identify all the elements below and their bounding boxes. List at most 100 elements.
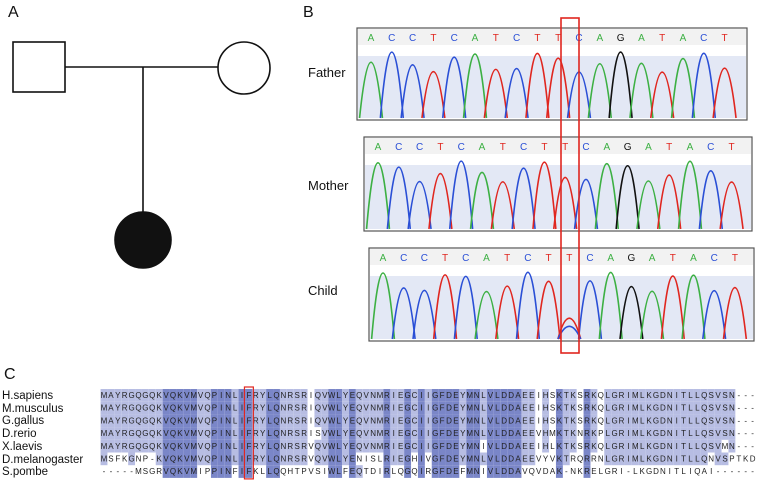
residue: N xyxy=(577,429,583,438)
residue: Q xyxy=(280,467,286,476)
residue: P xyxy=(301,467,306,476)
peak-a xyxy=(681,274,706,340)
residue: K xyxy=(591,429,597,438)
residue: L xyxy=(695,416,700,425)
residue: I xyxy=(310,391,312,400)
residue: M xyxy=(101,429,108,438)
residue: A xyxy=(515,467,521,476)
residue: Y xyxy=(343,442,349,451)
residue: Y xyxy=(460,429,466,438)
residue: D xyxy=(660,416,666,425)
residue: T xyxy=(564,404,569,413)
residue: W xyxy=(328,455,336,464)
residue: G xyxy=(128,429,134,438)
residue: K xyxy=(177,455,183,464)
peak-a xyxy=(469,171,495,230)
base-call: T xyxy=(670,253,676,264)
base-call: C xyxy=(416,142,423,153)
residue: P xyxy=(205,467,210,476)
base-call: A xyxy=(368,33,375,44)
residue: E xyxy=(350,442,355,451)
residue: A xyxy=(108,391,114,400)
residue: K xyxy=(577,467,583,476)
peak-a xyxy=(587,63,613,119)
residue: D xyxy=(501,416,507,425)
residue: I xyxy=(420,404,422,413)
residue: M xyxy=(632,416,639,425)
residue: K xyxy=(571,442,577,451)
residue: N xyxy=(370,442,376,451)
residue: F xyxy=(460,467,465,476)
residue: L xyxy=(640,442,645,451)
base-call: A xyxy=(380,253,387,264)
residue: E xyxy=(591,467,596,476)
residue: L xyxy=(267,416,272,425)
residue: V xyxy=(184,391,190,400)
mutation-site-highlight xyxy=(560,17,580,354)
peak-c xyxy=(577,280,603,340)
residue: K xyxy=(646,416,652,425)
base-call: C xyxy=(586,253,593,264)
residue: Q xyxy=(273,404,279,413)
residue: N xyxy=(474,404,480,413)
residue: L xyxy=(599,467,604,476)
residue: M xyxy=(377,391,384,400)
peak-t xyxy=(495,285,520,340)
residue: M xyxy=(466,442,473,451)
residue: I xyxy=(310,416,312,425)
residue: G xyxy=(404,467,410,476)
residue: Y xyxy=(460,404,466,413)
residue: I xyxy=(365,455,367,464)
residue: N xyxy=(708,455,714,464)
residue: I xyxy=(689,467,691,476)
residue: V xyxy=(163,391,169,400)
residue: T xyxy=(681,391,686,400)
residue: M xyxy=(190,455,197,464)
residue: I xyxy=(241,391,243,400)
residue: L xyxy=(481,416,486,425)
residue: I xyxy=(393,391,395,400)
residue: Y xyxy=(115,442,121,451)
residue: R xyxy=(619,442,625,451)
residue: - xyxy=(737,416,740,425)
residue: I xyxy=(627,455,629,464)
residue: S xyxy=(709,404,714,413)
residue: G xyxy=(404,442,410,451)
residue: - xyxy=(744,467,747,476)
base-call: C xyxy=(520,142,527,153)
base-call: T xyxy=(430,33,436,44)
peak-c xyxy=(504,67,529,119)
base-call: T xyxy=(659,33,665,44)
residue: M xyxy=(632,455,639,464)
peak-t xyxy=(545,57,571,119)
residue: L xyxy=(336,391,341,400)
residue: M xyxy=(632,429,639,438)
residue: I xyxy=(676,391,678,400)
base-call: T xyxy=(437,142,443,153)
peak-a xyxy=(370,272,396,340)
residue: L xyxy=(336,442,341,451)
base-call: G xyxy=(617,33,625,44)
residue: L xyxy=(336,455,341,464)
residue: R xyxy=(253,391,259,400)
residue: G xyxy=(128,455,134,464)
residue: - xyxy=(744,416,747,425)
peak-t xyxy=(432,274,458,340)
conserved-residue-highlight xyxy=(243,386,254,480)
residue: I xyxy=(669,467,671,476)
residue: G xyxy=(611,455,617,464)
residue: V xyxy=(198,442,204,451)
residue: D xyxy=(750,455,756,464)
peak-t xyxy=(483,68,509,119)
residue: L xyxy=(605,455,610,464)
base-call: A xyxy=(680,33,687,44)
residue: P xyxy=(212,391,217,400)
residue: - xyxy=(731,467,734,476)
residue: S xyxy=(577,391,582,400)
residue: R xyxy=(384,416,390,425)
residue: Q xyxy=(170,442,176,451)
residue: - xyxy=(751,442,754,451)
base-call: A xyxy=(603,142,610,153)
residue: V xyxy=(550,455,556,464)
residue: E xyxy=(350,467,355,476)
